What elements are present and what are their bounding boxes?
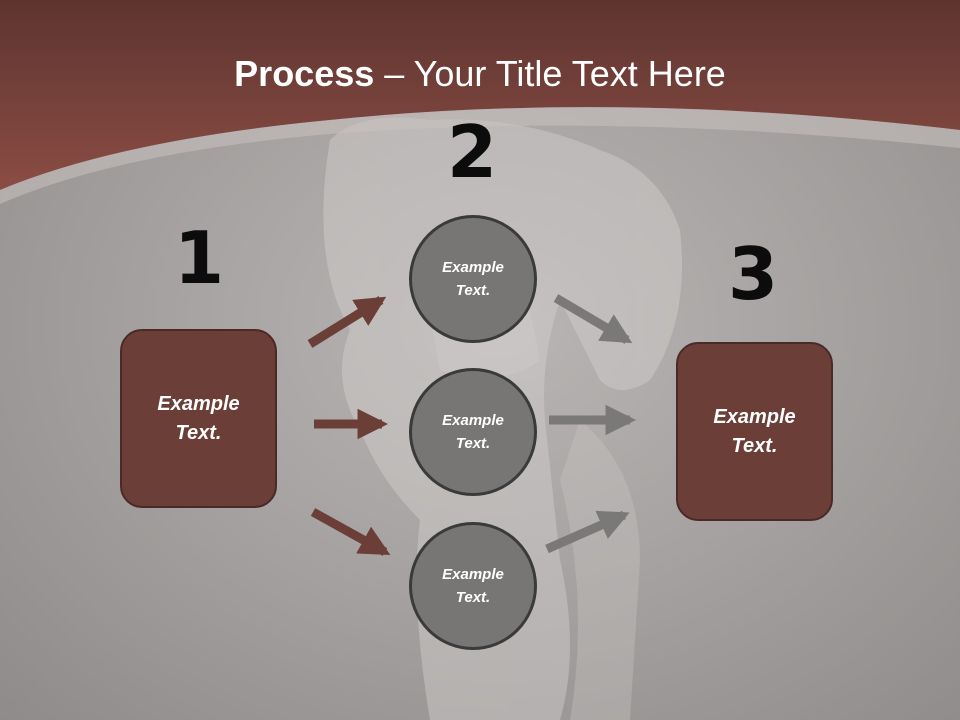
step-number-3: 3: [727, 232, 779, 316]
title-bold: Process: [234, 53, 375, 94]
circle-middle-line2: Text.: [455, 435, 491, 452]
title-rest: – Your Title Text Here: [374, 53, 726, 94]
circle-bottom-line1: Example: [442, 566, 504, 583]
left-box-line2: Text.: [175, 421, 222, 444]
circle-top-line1: Example: [442, 259, 504, 276]
header-band: [0, 0, 960, 190]
process-circle-middle: Example Text.: [409, 368, 537, 496]
left-box: Example Text.: [120, 329, 277, 508]
circle-bottom-line2: Text.: [455, 589, 491, 606]
process-circle-bottom: Example Text.: [409, 522, 537, 650]
circle-top-line2: Text.: [455, 282, 491, 299]
header-curve-highlight: [0, 107, 960, 204]
right-box-line2: Text.: [731, 434, 778, 457]
right-box: Example Text.: [676, 342, 833, 521]
step-number-2: 2: [446, 110, 498, 194]
circle-middle-line1: Example: [442, 412, 504, 429]
slide-title: Process – Your Title Text Here: [0, 52, 960, 96]
process-circle-top: Example Text.: [409, 215, 537, 343]
step-number-1: 1: [173, 216, 225, 300]
right-box-line1: Example: [713, 405, 796, 428]
left-box-line1: Example: [157, 392, 240, 415]
